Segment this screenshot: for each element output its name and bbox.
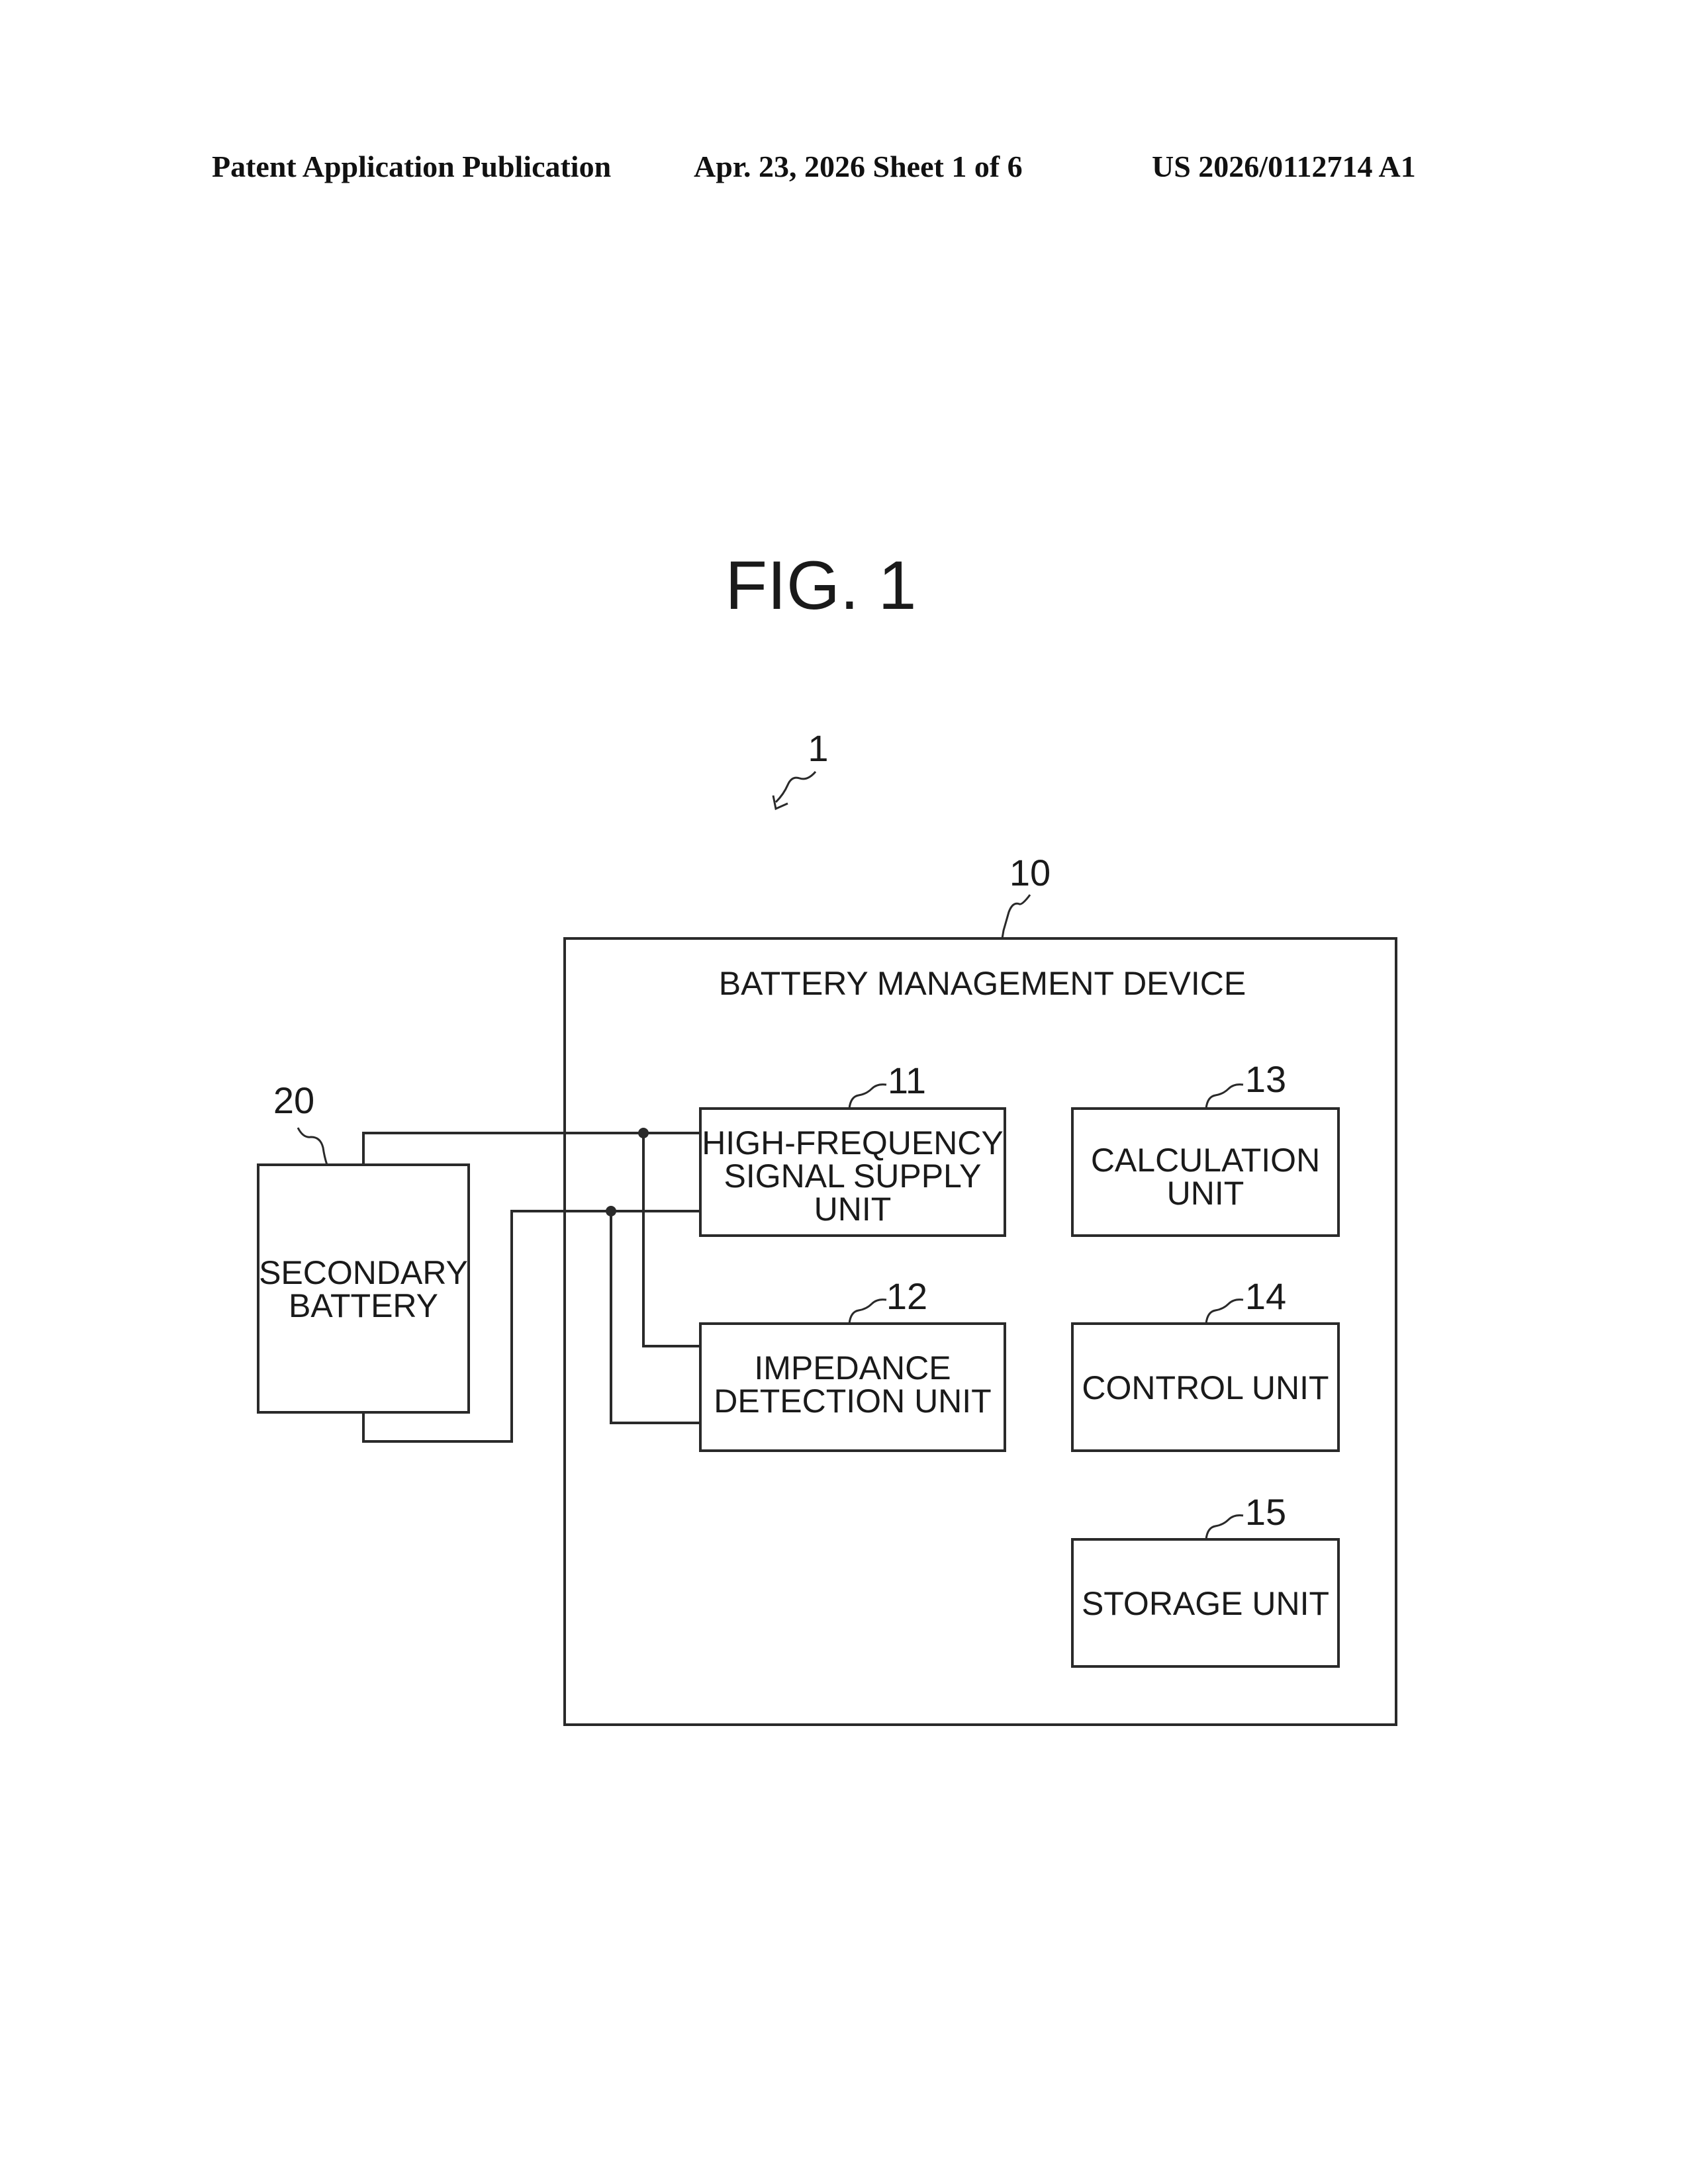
unit-11-ref-number: 11: [888, 1060, 926, 1101]
unit-15-leader: [1206, 1516, 1243, 1539]
calculation-unit-label-line-2: UNIT: [1167, 1175, 1244, 1212]
figure-title: FIG. 1: [726, 547, 917, 624]
impedance-unit-label-line-1: IMPEDANCE: [754, 1349, 951, 1387]
unit-13-ref-number: 13: [1245, 1058, 1286, 1100]
unit-12-ref-number: 12: [886, 1275, 927, 1317]
device-ref-leader: [1002, 895, 1030, 938]
unit-13-leader: [1206, 1085, 1243, 1109]
unit-14-ref-number: 14: [1245, 1275, 1286, 1317]
battery-ref-leader: [298, 1128, 327, 1165]
system-ref-arrow: [776, 772, 816, 802]
battery-label-line-1: SECONDARY: [259, 1254, 468, 1291]
battery-label-line-2: BATTERY: [289, 1287, 438, 1324]
junction-dot-positive: [638, 1128, 649, 1138]
storage-unit-label: STORAGE UNIT: [1082, 1585, 1329, 1622]
unit-12-leader: [849, 1300, 886, 1324]
calculation-unit-label-line-1: CALCULATION: [1091, 1142, 1320, 1179]
hf-unit-label-line-3: UNIT: [814, 1191, 892, 1228]
unit-14-leader: [1206, 1300, 1243, 1324]
junction-dot-negative: [606, 1206, 616, 1216]
unit-15-ref-number: 15: [1245, 1491, 1286, 1533]
sense-wire-positive: [643, 1133, 700, 1346]
positive-terminal-wire: [363, 1133, 700, 1165]
system-ref-number: 1: [808, 727, 828, 769]
hf-unit-label-line-2: SIGNAL SUPPLY: [724, 1158, 981, 1195]
sense-wire-negative: [611, 1211, 700, 1423]
battery-ref-number: 20: [273, 1079, 314, 1121]
impedance-unit-label-line-2: DETECTION UNIT: [714, 1383, 991, 1420]
negative-terminal-wire: [363, 1211, 700, 1441]
control-unit-label: CONTROL UNIT: [1082, 1369, 1329, 1406]
device-ref-number: 10: [1009, 852, 1051, 893]
device-label: BATTERY MANAGEMENT DEVICE: [719, 965, 1246, 1002]
hf-unit-label-line-1: HIGH-FREQUENCY: [702, 1124, 1004, 1161]
unit-11-leader: [849, 1085, 886, 1109]
